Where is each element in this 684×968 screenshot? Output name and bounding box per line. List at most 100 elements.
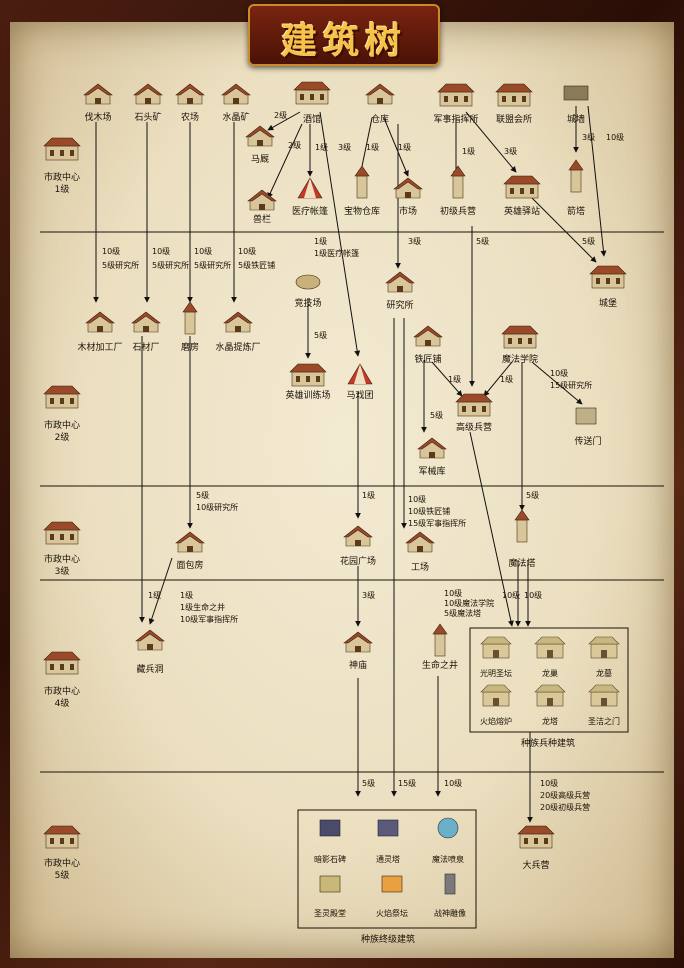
race-building-name: 龙巢 — [542, 668, 558, 678]
farm-node: 农场 — [175, 83, 205, 123]
tier-1-marker: 市政中心 1级 — [43, 137, 81, 195]
medical-tent-node: 医疗帐篷 — [292, 177, 328, 217]
crystal-refinery-node: 水晶提炼厂 — [215, 311, 261, 353]
advanced-barracks-node: 高级兵营 — [455, 393, 493, 433]
race-building-name: 光明圣坛 — [480, 668, 512, 678]
tier-label: 市政中心 — [44, 857, 80, 869]
building-name: 城墙 — [567, 113, 585, 125]
mill-node: 磨房 — [181, 301, 199, 353]
workshop-node: 工场 — [405, 531, 435, 573]
building-nodes: 伐木场 石头矿 农场 水晶矿 酒馆 仓库 军事指挥所 联盟会所 城墙 马厩 兽栏… — [77, 81, 627, 871]
alliance-hall-node: 联盟会所 — [495, 83, 533, 125]
req-label: 10级 — [540, 778, 558, 788]
ultimate-building-name: 圣灵殿堂 — [314, 908, 346, 918]
req-label: 2级 — [288, 140, 301, 150]
req-label: 5级魔法塔 — [444, 608, 481, 618]
req-label: 20级初级兵营 — [540, 802, 590, 812]
building-name: 马厩 — [251, 154, 269, 165]
race-buildings-group: 光明圣坛 龙巢 龙墓 火焰熔炉 龙塔 圣洁之门 种族兵种建筑 — [469, 627, 629, 749]
building-name: 仓库 — [371, 113, 389, 125]
tier-label: 市政中心 — [44, 685, 80, 697]
building-name: 魔法塔 — [508, 557, 535, 569]
req-label: 3级 — [504, 146, 517, 156]
tier-separators — [40, 231, 664, 773]
well-of-life-node: 生命之井 — [422, 623, 458, 671]
race-building-name: 圣洁之门 — [588, 716, 620, 726]
req-label: 15级军事指挥所 — [408, 518, 466, 528]
building-name: 铁匠铺 — [414, 353, 441, 365]
req-label: 10级 — [102, 246, 120, 256]
building-name: 宝物仓库 — [344, 205, 380, 217]
building-name: 英雄训练场 — [285, 389, 330, 401]
great-barracks-node: 大兵营 — [517, 825, 555, 871]
ultimate-building-name: 暗影石碑 — [314, 854, 346, 864]
building-name: 初级兵营 — [440, 205, 476, 217]
arena-node: 竞技场 — [294, 274, 322, 309]
beast-pen-node: 兽栏 — [247, 189, 277, 225]
title-plate: 建筑树 — [248, 4, 440, 66]
req-label: 5级 — [314, 330, 327, 340]
req-label: 5级铁匠铺 — [238, 260, 275, 270]
academy-node: 研究所 — [385, 271, 415, 311]
building-name: 联盟会所 — [496, 113, 532, 125]
market-node: 市场 — [393, 177, 423, 217]
req-label: 20级高级兵营 — [540, 790, 590, 800]
tier-5-marker: 市政中心 5级 — [43, 825, 81, 881]
req-label: 10级铁匠铺 — [408, 506, 450, 516]
req-label: 15级 — [398, 778, 416, 788]
tier-4-marker: 市政中心 4级 — [43, 651, 81, 709]
req-label: 10级 — [550, 368, 568, 378]
req-label: 5级 — [526, 490, 539, 500]
req-label: 1级医疗帐篷 — [314, 248, 359, 258]
req-label: 1级 — [180, 590, 193, 600]
req-label: 5级研究所 — [194, 260, 231, 270]
req-label: 10级魔法学院 — [444, 598, 494, 608]
tier-2-marker: 市政中心 2级 — [43, 385, 81, 443]
mage-tower-node: 魔法塔 — [508, 509, 536, 569]
treasure-vault-node: 宝物仓库 — [344, 165, 380, 217]
req-label: 3级 — [582, 132, 595, 142]
req-label: 5级研究所 — [102, 260, 139, 270]
building-name: 水晶提炼厂 — [215, 341, 260, 353]
race-building-name: 龙塔 — [542, 716, 558, 726]
parchment-background — [10, 22, 674, 958]
req-label: 10级 — [194, 246, 212, 256]
req-label: 1级 — [462, 146, 475, 156]
req-label: 1级生命之井 — [180, 602, 225, 612]
building-name: 兽栏 — [253, 213, 271, 225]
circus-node: 马戏团 — [346, 363, 374, 401]
building-name: 磨房 — [181, 341, 199, 353]
race-building-name: 龙墓 — [596, 668, 612, 678]
building-name: 箭塔 — [567, 205, 585, 217]
req-label: 10级 — [444, 588, 462, 598]
tier-level: 4级 — [55, 697, 70, 709]
mage-academy-node: 魔法学院 — [501, 325, 539, 365]
tier-3-marker: 市政中心 3级 — [43, 521, 81, 577]
building-name: 马戏团 — [346, 389, 373, 401]
building-name: 魔法学院 — [502, 353, 538, 365]
dependency-arrows — [93, 105, 607, 823]
ultimate-building-name: 火焰祭坛 — [376, 908, 408, 918]
building-name: 英雄驿站 — [504, 205, 540, 217]
tier-level: 1级 — [55, 183, 70, 195]
req-label: 5级 — [476, 236, 489, 246]
building-name: 农场 — [181, 111, 199, 123]
race-buildings-title: 种族兵种建筑 — [521, 737, 575, 749]
req-label: 5级 — [196, 490, 209, 500]
req-label: 3级 — [338, 142, 351, 152]
sawmill-node: 木材加工厂 — [77, 311, 123, 353]
req-label: 2级 — [274, 110, 287, 120]
req-label: 1级 — [315, 142, 328, 152]
building-name: 生命之井 — [422, 659, 458, 671]
wall-node: 城墙 — [563, 85, 589, 125]
armory-node: 军械库 — [417, 437, 447, 477]
building-name: 高级兵营 — [456, 421, 492, 433]
building-name: 伐木场 — [84, 111, 111, 123]
req-label: 10级 — [502, 590, 520, 600]
stonework-node: 石材厂 — [131, 311, 161, 353]
building-name: 花园广场 — [340, 555, 376, 567]
building-name: 石头矿 — [134, 111, 161, 123]
req-label: 1级 — [398, 142, 411, 152]
ultimate-building-name: 魔法喷泉 — [432, 854, 464, 864]
